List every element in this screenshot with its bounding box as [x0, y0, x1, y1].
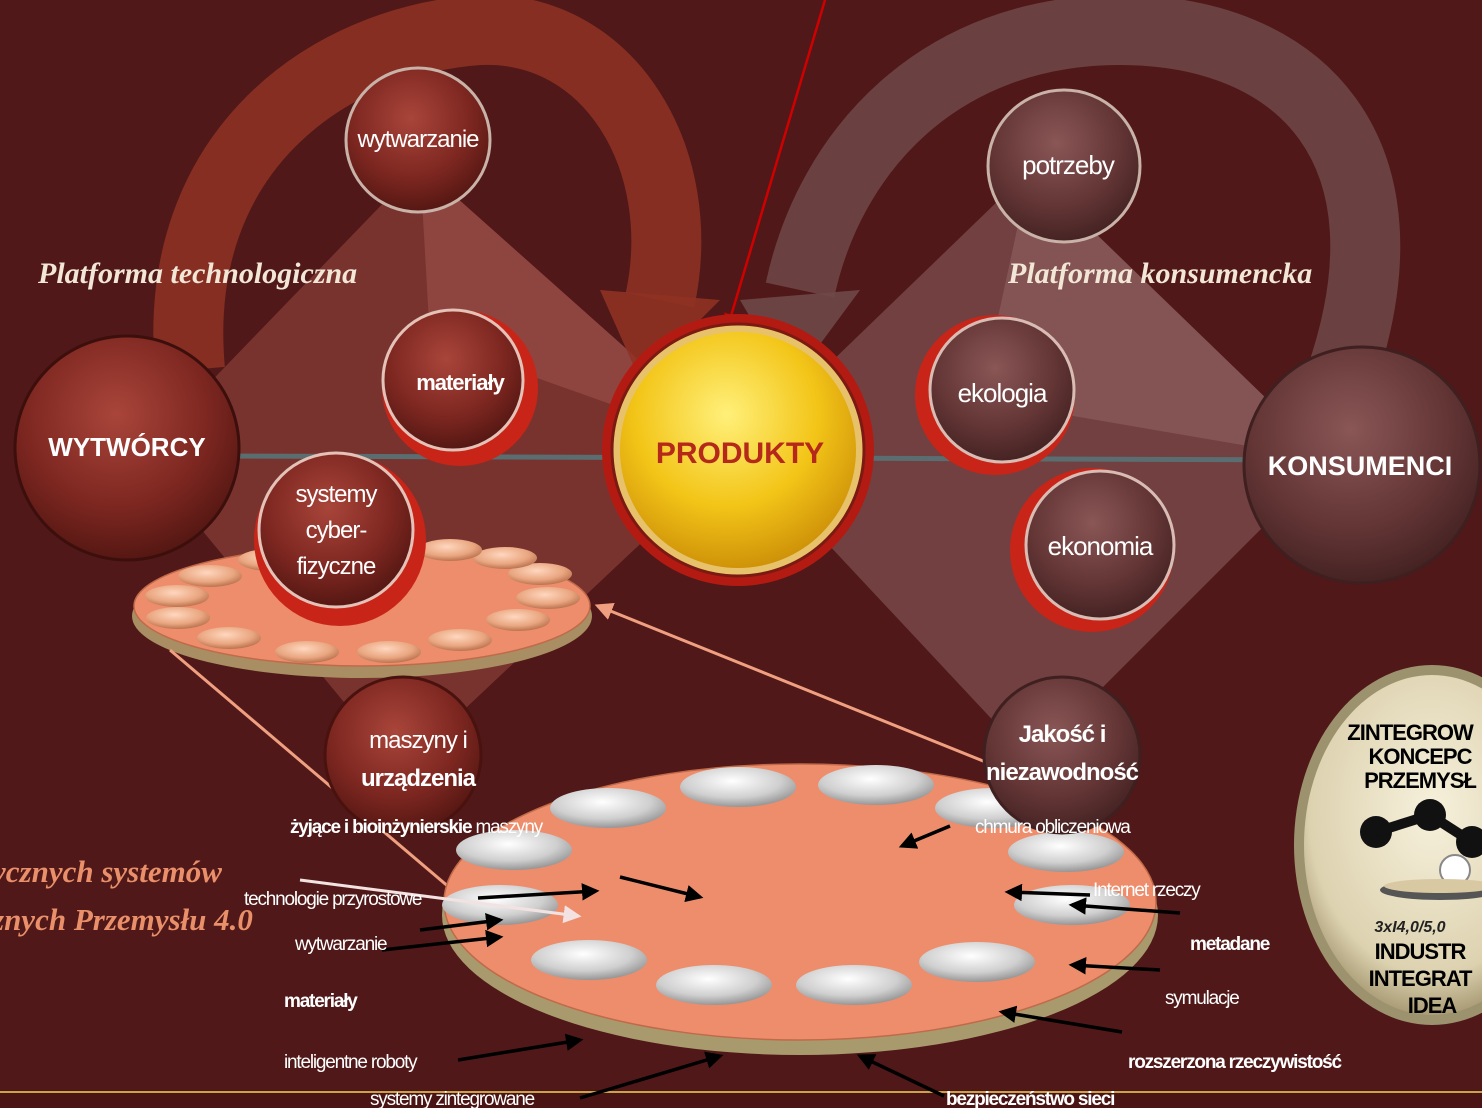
- node-products: PRODUKTY: [602, 314, 874, 586]
- badge-bottom-line1: INDUSTR: [1375, 939, 1467, 964]
- machines-label-line1: maszyny i: [369, 727, 467, 754]
- ring-disc: [818, 765, 934, 805]
- label-manufacturing: wytwarzanie: [294, 934, 387, 955]
- label-living-machines: żyjące i bioinżynierskie maszyny: [290, 817, 544, 838]
- badge-bottom-line3: IDEA: [1408, 993, 1458, 1018]
- label-materials: materiały: [284, 991, 358, 1012]
- label-integrated-systems: systemy zintegrowane: [370, 1089, 535, 1108]
- materials-label: materiały: [416, 370, 505, 395]
- economy-label: ekonomia: [1048, 531, 1154, 561]
- node-ecology: ekologia: [915, 315, 1076, 475]
- caption-pointer-arrow: [299, 878, 582, 924]
- quality-label-line2: niezawodność: [986, 759, 1139, 786]
- node-machines: maszyny i urządzenia: [323, 675, 483, 835]
- node-manufacturing: wytwarzanie: [344, 66, 492, 214]
- node-producers: WYTWÓRCY: [13, 334, 241, 562]
- badge-version: 3xI4,0/5,0: [1374, 919, 1445, 936]
- ring-disc: [656, 965, 772, 1005]
- large-technology-ring: [442, 763, 1158, 1055]
- cps-label-line3: fizyczne: [297, 553, 376, 580]
- label-augmented-reality: rozszerzona rzeczywistość: [1128, 1052, 1343, 1073]
- node-economy: ekonomia: [1010, 468, 1176, 632]
- zoom-connector-left: [169, 648, 471, 907]
- label-network-security: bezpieczeństwo sieci: [946, 1089, 1114, 1108]
- integrated-concept-badge: ZINTEGROW KONCEPC PRZEMYSŁ 3xI4,0/5,0 IN…: [1294, 665, 1482, 1025]
- technology-platform-title: Platforma technologiczna: [37, 257, 357, 290]
- producer-to-product-arc: [153, 0, 702, 374]
- ecology-label: ekologia: [958, 378, 1048, 408]
- badge-bottom-line2: INTEGRAT: [1369, 966, 1473, 991]
- ring-disc: [456, 830, 572, 870]
- node-consumers: KONSUMENCI: [1242, 345, 1482, 585]
- product-pointer-arrow: [724, 0, 827, 329]
- ring-label-arrows: [381, 824, 1181, 1100]
- consumer-platform-title: Platforma konsumencka: [1007, 257, 1312, 290]
- ring-disc: [550, 788, 666, 828]
- ring-disc: [1008, 832, 1124, 872]
- label-additive-technologies: technologie przyrostowe: [244, 889, 422, 910]
- manufacturing-label: wytwarzanie: [356, 126, 479, 153]
- cps-label-line2: cyber-: [306, 517, 367, 544]
- label-simulations: symulacje: [1165, 988, 1239, 1009]
- ring-disc: [796, 965, 912, 1005]
- node-quality: Jakość i niezawodność: [982, 675, 1142, 835]
- producers-label: WYTWÓRCY: [48, 432, 205, 462]
- badge-emblem-icon: [1360, 799, 1482, 900]
- needs-label: potrzeby: [1022, 150, 1115, 180]
- label-internet-of-things: Internet rzeczy: [1093, 880, 1201, 901]
- consumer-platform-shape: [740, 170, 1330, 760]
- node-cyber-physical-systems: systemy cyber- fizyczne: [254, 451, 426, 626]
- products-label: PRODUKTY: [656, 437, 824, 470]
- badge-title-line1: ZINTEGROW: [1347, 720, 1474, 745]
- caption-line1: ycznych systemów: [0, 854, 222, 889]
- caption-line2: znych Przemysłu 4.0: [0, 902, 253, 937]
- node-needs: potrzeby: [986, 88, 1142, 244]
- ring-disc: [680, 767, 796, 807]
- ring-disc: [531, 940, 647, 980]
- label-intelligent-robots: inteligentne roboty: [284, 1052, 418, 1073]
- badge-title-line2: KONCEPC: [1368, 744, 1472, 769]
- cps-label-line1: systemy: [295, 481, 377, 508]
- label-metadata: metadane: [1190, 934, 1270, 955]
- machines-label-line2: urządzenia: [361, 765, 477, 792]
- label-cloud-computing: chmura obliczeniowa: [975, 817, 1131, 838]
- quality-label-line1: Jakość i: [1019, 721, 1106, 748]
- badge-title-line3: PRZEMYSŁ: [1364, 768, 1476, 793]
- node-materials: materiały: [381, 308, 538, 466]
- consumer-to-product-arc: [765, 0, 1401, 392]
- consumers-label: KONSUMENCI: [1268, 451, 1453, 481]
- ring-disc: [919, 942, 1035, 982]
